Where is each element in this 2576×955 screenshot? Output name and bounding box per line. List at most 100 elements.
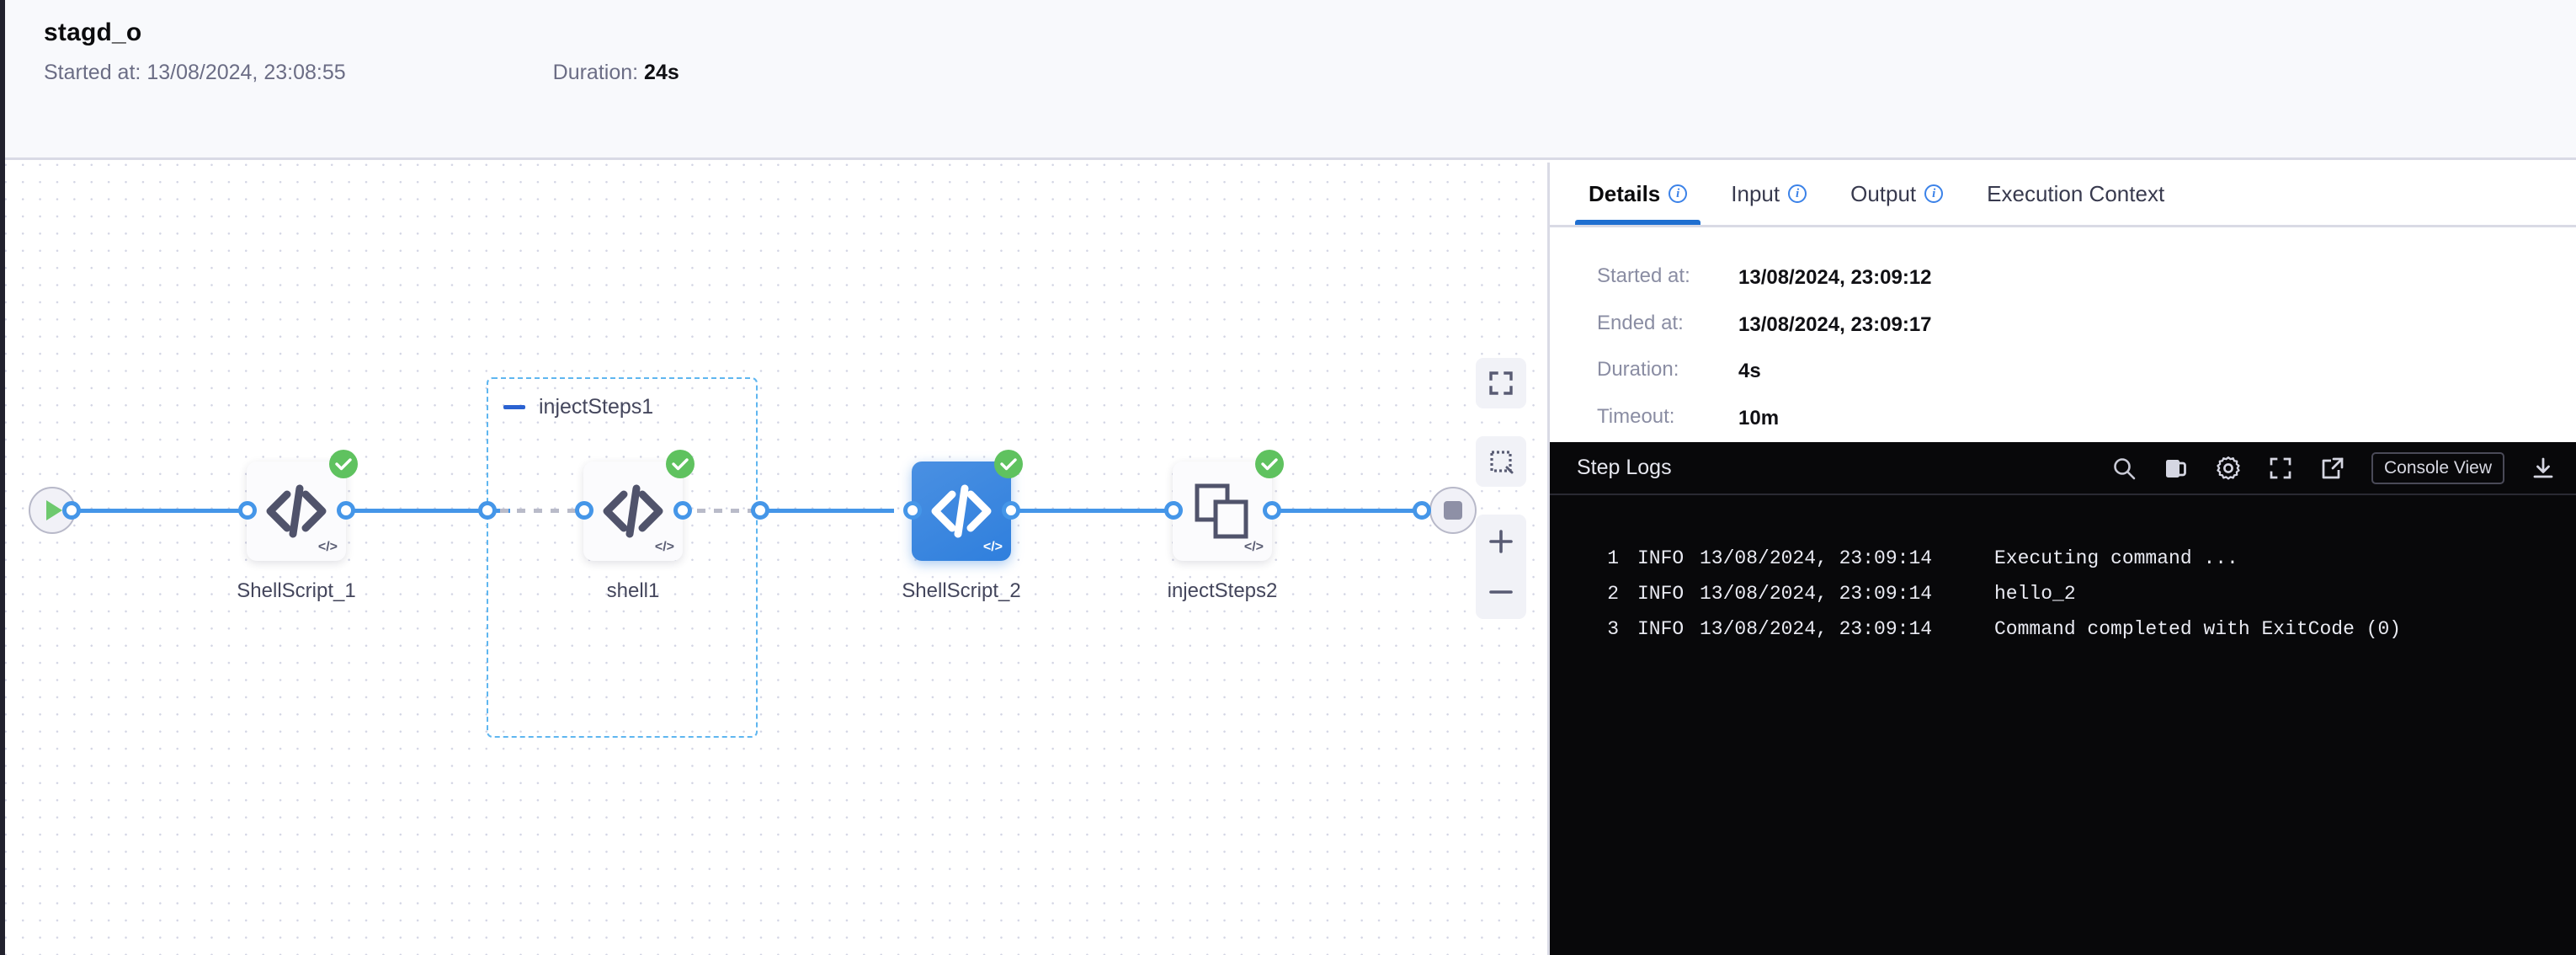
fit-screen-button[interactable] (1476, 358, 1526, 408)
step-group-injectSteps1[interactable] (487, 377, 758, 738)
gear-icon[interactable] (2215, 455, 2242, 482)
log-level: INFO (1637, 618, 1685, 640)
play-icon (46, 500, 62, 520)
stage-header: stagd_o Started at: 13/08/2024, 23:08:55… (5, 0, 2576, 160)
selection-box-icon (1476, 436, 1526, 487)
log-line: 2 INFO 13/08/2024, 23:09:14 hello_2 (1550, 576, 2576, 611)
zoom-out-button[interactable] (1476, 567, 1526, 617)
port-shell1-in[interactable] (575, 501, 593, 520)
fullscreen-icon[interactable] (2267, 455, 2294, 482)
edge-shell1-groupout (680, 509, 769, 513)
details-content: Started at: 13/08/2024, 23:09:12 Ended a… (1550, 227, 2576, 567)
code-icon (603, 484, 663, 538)
timeout-value: 10m (1738, 407, 1780, 430)
port-injectsteps2-out[interactable] (1263, 501, 1281, 520)
edge-start-shellscript1 (72, 509, 253, 513)
status-badge-success (1255, 450, 1284, 478)
code-corner-icon: </> (317, 540, 338, 554)
log-timestamp: 13/08/2024, 23:09:14 (1700, 618, 1933, 640)
port-shellscript2-in[interactable] (903, 501, 922, 520)
duration-meta: Duration: 24s (553, 61, 679, 85)
status-badge-success (329, 450, 358, 478)
step-group-title: injectSteps1 (539, 395, 654, 419)
port-shellscript2-out[interactable] (1002, 501, 1020, 520)
log-timestamp: 13/08/2024, 23:09:14 (1700, 583, 1933, 605)
port-end-in[interactable] (1413, 501, 1431, 520)
port-injectsteps2-in[interactable] (1164, 501, 1183, 520)
pipeline-end-node[interactable] (1429, 487, 1477, 534)
duration-label: Duration: (1597, 358, 1679, 381)
port-shell1-out[interactable] (673, 501, 692, 520)
info-icon[interactable]: i (1924, 184, 1944, 203)
log-message: hello_2 (1994, 583, 2076, 605)
node-label-shellscript1: ShellScript_1 (237, 579, 356, 602)
port-start-out[interactable] (62, 501, 81, 520)
port-group-out[interactable] (751, 501, 769, 520)
app-left-rail (0, 0, 5, 955)
zoom-in-button[interactable] (1476, 516, 1526, 567)
step-logs-header: Step Logs (1550, 442, 2576, 495)
edge-shellscript1-group (345, 509, 510, 513)
external-link-icon[interactable] (2319, 455, 2346, 482)
node-shellscript1[interactable]: </> (247, 450, 358, 561)
duration-label: Duration: (552, 61, 639, 84)
log-line: 1 INFO 13/08/2024, 23:09:14 Executing co… (1550, 541, 2576, 576)
layers-icon (1195, 483, 1248, 539)
detail-row-started-at: Started at: 13/08/2024, 23:09:12 (1550, 264, 2576, 291)
edge-shellscript2-injectsteps2 (1012, 509, 1187, 513)
plus-icon (1489, 530, 1513, 553)
tab-output-label: Output (1850, 180, 1917, 206)
step-logs-body[interactable]: 1 INFO 13/08/2024, 23:09:14 Executing co… (1550, 495, 2576, 647)
check-icon (1261, 458, 1278, 471)
tab-execution-context[interactable]: Execution Context (1968, 163, 2183, 225)
edge-layer (5, 163, 1545, 955)
console-view-button[interactable]: Console View (2371, 451, 2504, 484)
edge-group-shell1 (500, 509, 591, 513)
step-logs-title: Step Logs (1577, 456, 1672, 479)
tab-input[interactable]: Input i (1712, 163, 1825, 225)
duration-value: 24s (644, 61, 679, 84)
minus-icon[interactable] (503, 405, 525, 409)
status-badge-success (666, 450, 695, 478)
copy-icon[interactable] (2163, 455, 2190, 482)
pipeline-canvas[interactable]: injectSteps1 </> (5, 163, 1545, 955)
download-icon[interactable] (2530, 455, 2557, 482)
detail-row-timeout: Timeout: 10m (1550, 405, 2576, 432)
panel-tabbar: Details i Input i Output i Execution Con… (1550, 163, 2576, 227)
tab-execution-context-label: Execution Context (1987, 180, 2165, 206)
node-shellscript2[interactable]: </> (912, 450, 1023, 561)
port-shellscript1-out[interactable] (337, 501, 355, 520)
step-group-header[interactable]: injectSteps1 (503, 395, 653, 419)
node-label-shell1: shell1 (606, 579, 660, 602)
fit-screen-icon (1476, 358, 1526, 408)
edge-injectsteps2-end (1273, 509, 1421, 513)
check-icon (335, 458, 352, 471)
code-icon (931, 484, 992, 538)
tab-details-label: Details (1589, 180, 1661, 206)
step-logs-toolbar: Console View (2110, 451, 2557, 484)
port-shellscript1-in[interactable] (238, 501, 257, 520)
started-at-value: 13/08/2024, 23:08:55 (146, 61, 346, 84)
step-logs-panel: Step Logs (1550, 442, 2576, 955)
code-icon (266, 484, 327, 538)
port-group-in[interactable] (478, 501, 497, 520)
node-label-shellscript2: ShellScript_2 (902, 579, 1021, 602)
ended-at-label: Ended at: (1597, 311, 1684, 334)
check-icon (1000, 458, 1017, 471)
tab-details[interactable]: Details i (1570, 163, 1706, 225)
search-icon[interactable] (2110, 455, 2137, 482)
selection-box-button[interactable] (1476, 436, 1526, 487)
log-message: Command completed with ExitCode (0) (1994, 618, 2402, 640)
details-panel: Details i Input i Output i Execution Con… (1547, 163, 2576, 955)
node-shell1[interactable]: </> (583, 450, 695, 561)
info-icon[interactable]: i (1669, 184, 1688, 203)
info-icon[interactable]: i (1788, 184, 1807, 203)
node-injectsteps2[interactable]: </> (1173, 450, 1284, 561)
log-message: Executing command ... (1994, 547, 2238, 569)
tab-output[interactable]: Output i (1832, 163, 1961, 225)
detail-row-duration: Duration: 4s (1550, 358, 2576, 385)
stop-icon (1444, 501, 1462, 520)
ended-at-value: 13/08/2024, 23:09:17 (1738, 312, 1932, 336)
zoom-controls[interactable] (1476, 515, 1526, 619)
